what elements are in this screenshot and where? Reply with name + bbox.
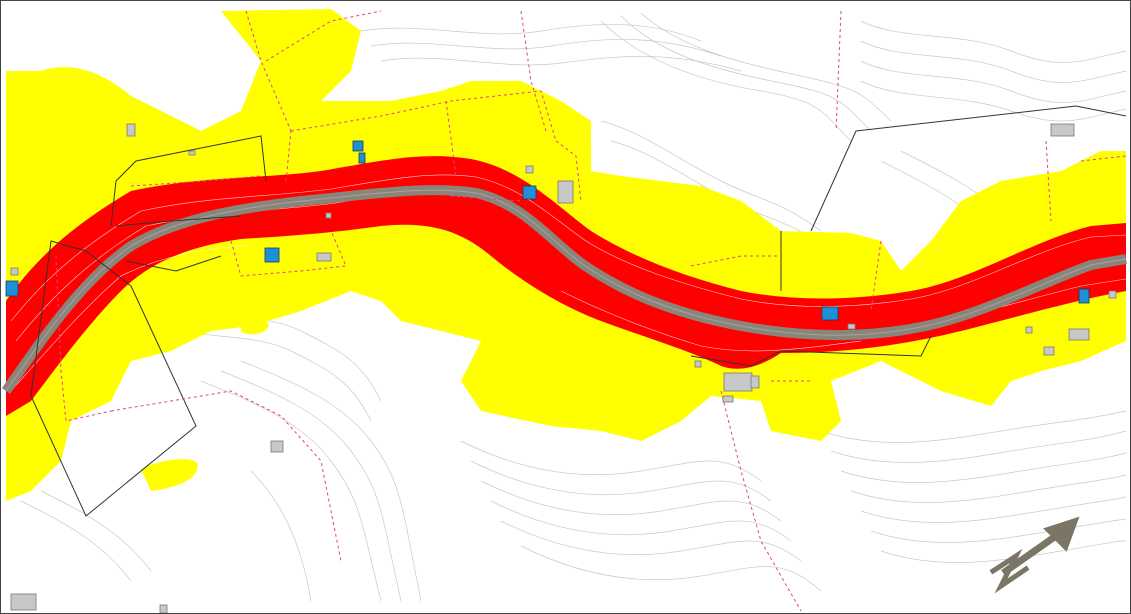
building-affected[interactable] bbox=[352, 140, 364, 152]
building[interactable] bbox=[723, 372, 753, 392]
building-affected[interactable] bbox=[264, 247, 280, 263]
building[interactable] bbox=[1068, 328, 1090, 341]
building-affected[interactable] bbox=[1078, 288, 1090, 304]
hazard-zone-red bbox=[6, 156, 1126, 416]
building[interactable] bbox=[159, 604, 168, 613]
building[interactable] bbox=[10, 593, 37, 611]
building-affected[interactable] bbox=[358, 152, 366, 164]
terrain-contours bbox=[10, 12, 1127, 602]
buildings-affected bbox=[5, 140, 1090, 321]
building[interactable] bbox=[750, 375, 760, 389]
building-affected[interactable] bbox=[821, 306, 839, 321]
building[interactable] bbox=[325, 212, 332, 219]
building[interactable] bbox=[126, 123, 136, 137]
building[interactable] bbox=[722, 395, 734, 403]
road bbox=[1, 185, 1127, 394]
building[interactable] bbox=[188, 150, 196, 156]
building-affected[interactable] bbox=[5, 280, 19, 297]
building[interactable] bbox=[10, 267, 19, 276]
building[interactable] bbox=[1050, 123, 1075, 137]
building[interactable] bbox=[525, 165, 534, 174]
building[interactable] bbox=[1108, 290, 1117, 299]
property-boundaries bbox=[30, 105, 1127, 517]
building[interactable] bbox=[316, 252, 332, 262]
building[interactable] bbox=[694, 360, 702, 368]
north-arrow-icon bbox=[989, 516, 1080, 594]
building[interactable] bbox=[557, 180, 574, 204]
building[interactable] bbox=[1043, 346, 1055, 356]
buildings-other bbox=[10, 123, 1117, 613]
parcel-boundaries bbox=[55, 10, 1127, 612]
building[interactable] bbox=[847, 323, 856, 330]
building[interactable] bbox=[270, 440, 284, 453]
building[interactable] bbox=[1025, 326, 1033, 334]
building-affected[interactable] bbox=[522, 185, 537, 200]
